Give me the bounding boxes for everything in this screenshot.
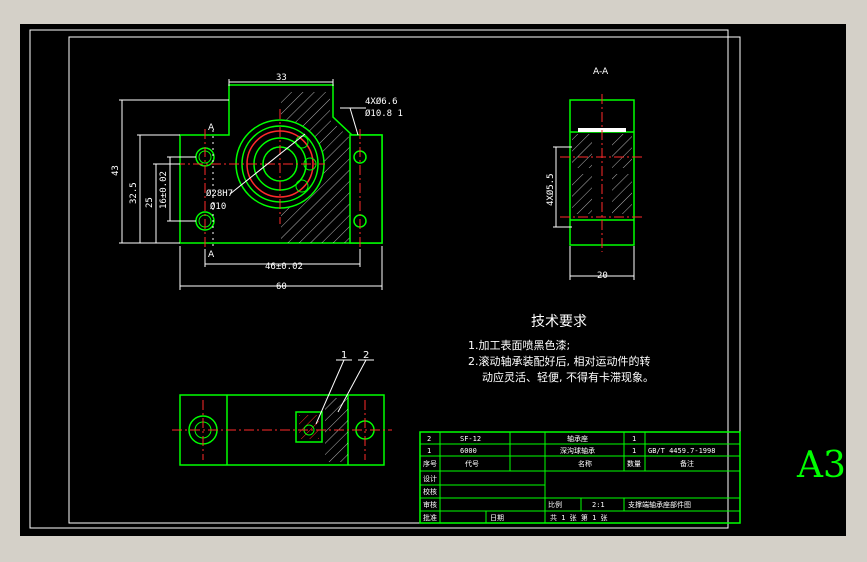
row-1-qty: 1 — [632, 447, 636, 455]
row-2-code: SF-12 — [460, 435, 481, 443]
row-1-code: 6000 — [460, 447, 477, 455]
sheet-inner-frame — [68, 36, 741, 524]
header-qty: 数量 — [627, 459, 641, 468]
dim-top-width: 33 — [276, 73, 287, 83]
tech-req-title: 技术要求 — [531, 314, 587, 330]
balloon-leader-1 — [315, 359, 345, 425]
balloon-1: 1 — [341, 350, 347, 361]
row-2-no: 2 — [427, 435, 431, 443]
tech-req-line2: 2.滚动轴承装配好后, 相对运动件的转 — [468, 354, 651, 368]
bottom-view[interactable]: 1 2 — [172, 350, 392, 466]
header-no: 序号 — [423, 459, 437, 468]
dim-bore-2: Ø10 — [210, 201, 226, 212]
tech-req-line3: 动应灵活、轻便, 不得有卡滞现象。 — [482, 370, 654, 384]
title-block[interactable]: 2 SF-12 轴承座 1 1 6000 深沟球轴承 1 GB/T 4459.7… — [419, 431, 741, 524]
label-review: 审核 — [423, 500, 437, 509]
front-view[interactable]: 33 43 32.5 25 16±0.02 Ø28H7 Ø10 4XØ6.6 Ø… — [111, 73, 403, 292]
section-title-aa: A-A — [593, 67, 609, 77]
row-2-name: 轴承座 — [567, 434, 588, 443]
side-hatch-left-bottom — [572, 174, 592, 214]
scale-value: 2:1 — [592, 501, 605, 509]
side-view[interactable]: A-A 4XØ5. — [545, 67, 642, 281]
title-block-grid — [420, 432, 740, 523]
dim-height-total: 43 — [111, 165, 121, 176]
row-1-name: 深沟球轴承 — [560, 446, 595, 455]
dim-bore-1: Ø28H7 — [206, 188, 233, 199]
tech-requirements: 技术要求 1.加工表面喷黑色漆; 2.滚动轴承装配好后, 相对运动件的转 动应灵… — [468, 314, 654, 384]
label-date: 日期 — [490, 514, 504, 522]
sheet-size-label: A3 — [797, 445, 846, 486]
side-dimension-lines — [553, 146, 635, 280]
header-code: 代号 — [465, 459, 479, 468]
front-dimension-lines — [119, 79, 383, 290]
bottom-bearing — [295, 411, 323, 443]
header-name: 名称 — [578, 459, 592, 468]
dim-base-spacing: 46±0.02 — [265, 262, 303, 272]
right-column — [349, 134, 383, 244]
dim-height-2: 32.5 — [129, 182, 139, 204]
sheet-outer-frame — [29, 29, 729, 529]
side-dim-width: 20 — [597, 271, 608, 281]
drawing-canvas[interactable]: 33 43 32.5 25 16±0.02 Ø28H7 Ø10 4XØ6.6 Ø… — [20, 24, 846, 536]
title-block-frame — [419, 431, 741, 524]
row-1-note: GB/T 4459.7-1998 — [648, 447, 715, 455]
bearing-ball-3 — [295, 179, 309, 193]
section-label-bottom: A — [208, 250, 215, 260]
dim-base-total: 60 — [276, 282, 287, 292]
tech-req-line1: 1.加工表面喷黑色漆; — [468, 338, 570, 352]
side-hatch-right-bottom — [612, 174, 632, 214]
label-check: 校核 — [423, 487, 437, 496]
side-dim-holes: 4XØ5.5 — [545, 173, 556, 206]
dim-holes-b: Ø10.8 1 — [365, 108, 403, 119]
bottom-bearing-hatch — [299, 415, 319, 439]
label-design: 设计 — [423, 474, 437, 483]
side-hatch-left-top — [572, 134, 592, 168]
label-scale: 比例 — [548, 500, 562, 509]
row-1-no: 1 — [427, 447, 431, 455]
dim-holes-a: 4XØ6.6 — [365, 96, 398, 107]
side-hatch-right-top — [612, 134, 632, 168]
sheets-count: 共 1 张 第 1 张 — [550, 513, 608, 522]
dim-height-3: 25 — [145, 197, 155, 208]
label-approve: 批准 — [423, 513, 437, 522]
balloon-leader-2 — [337, 359, 367, 413]
header-note: 备注 — [680, 459, 694, 468]
balloon-2: 2 — [363, 350, 369, 361]
row-2-qty: 1 — [632, 435, 636, 443]
leader-bore — [229, 133, 306, 195]
drawing-svg: 33 43 32.5 25 16±0.02 Ø28H7 Ø10 4XØ6.6 Ø… — [29, 29, 741, 529]
dim-hole-spacing: 16±0.02 — [159, 171, 169, 209]
section-label-top: A — [208, 123, 215, 133]
drawing-name: 支撑端轴承座部件图 — [628, 500, 691, 509]
